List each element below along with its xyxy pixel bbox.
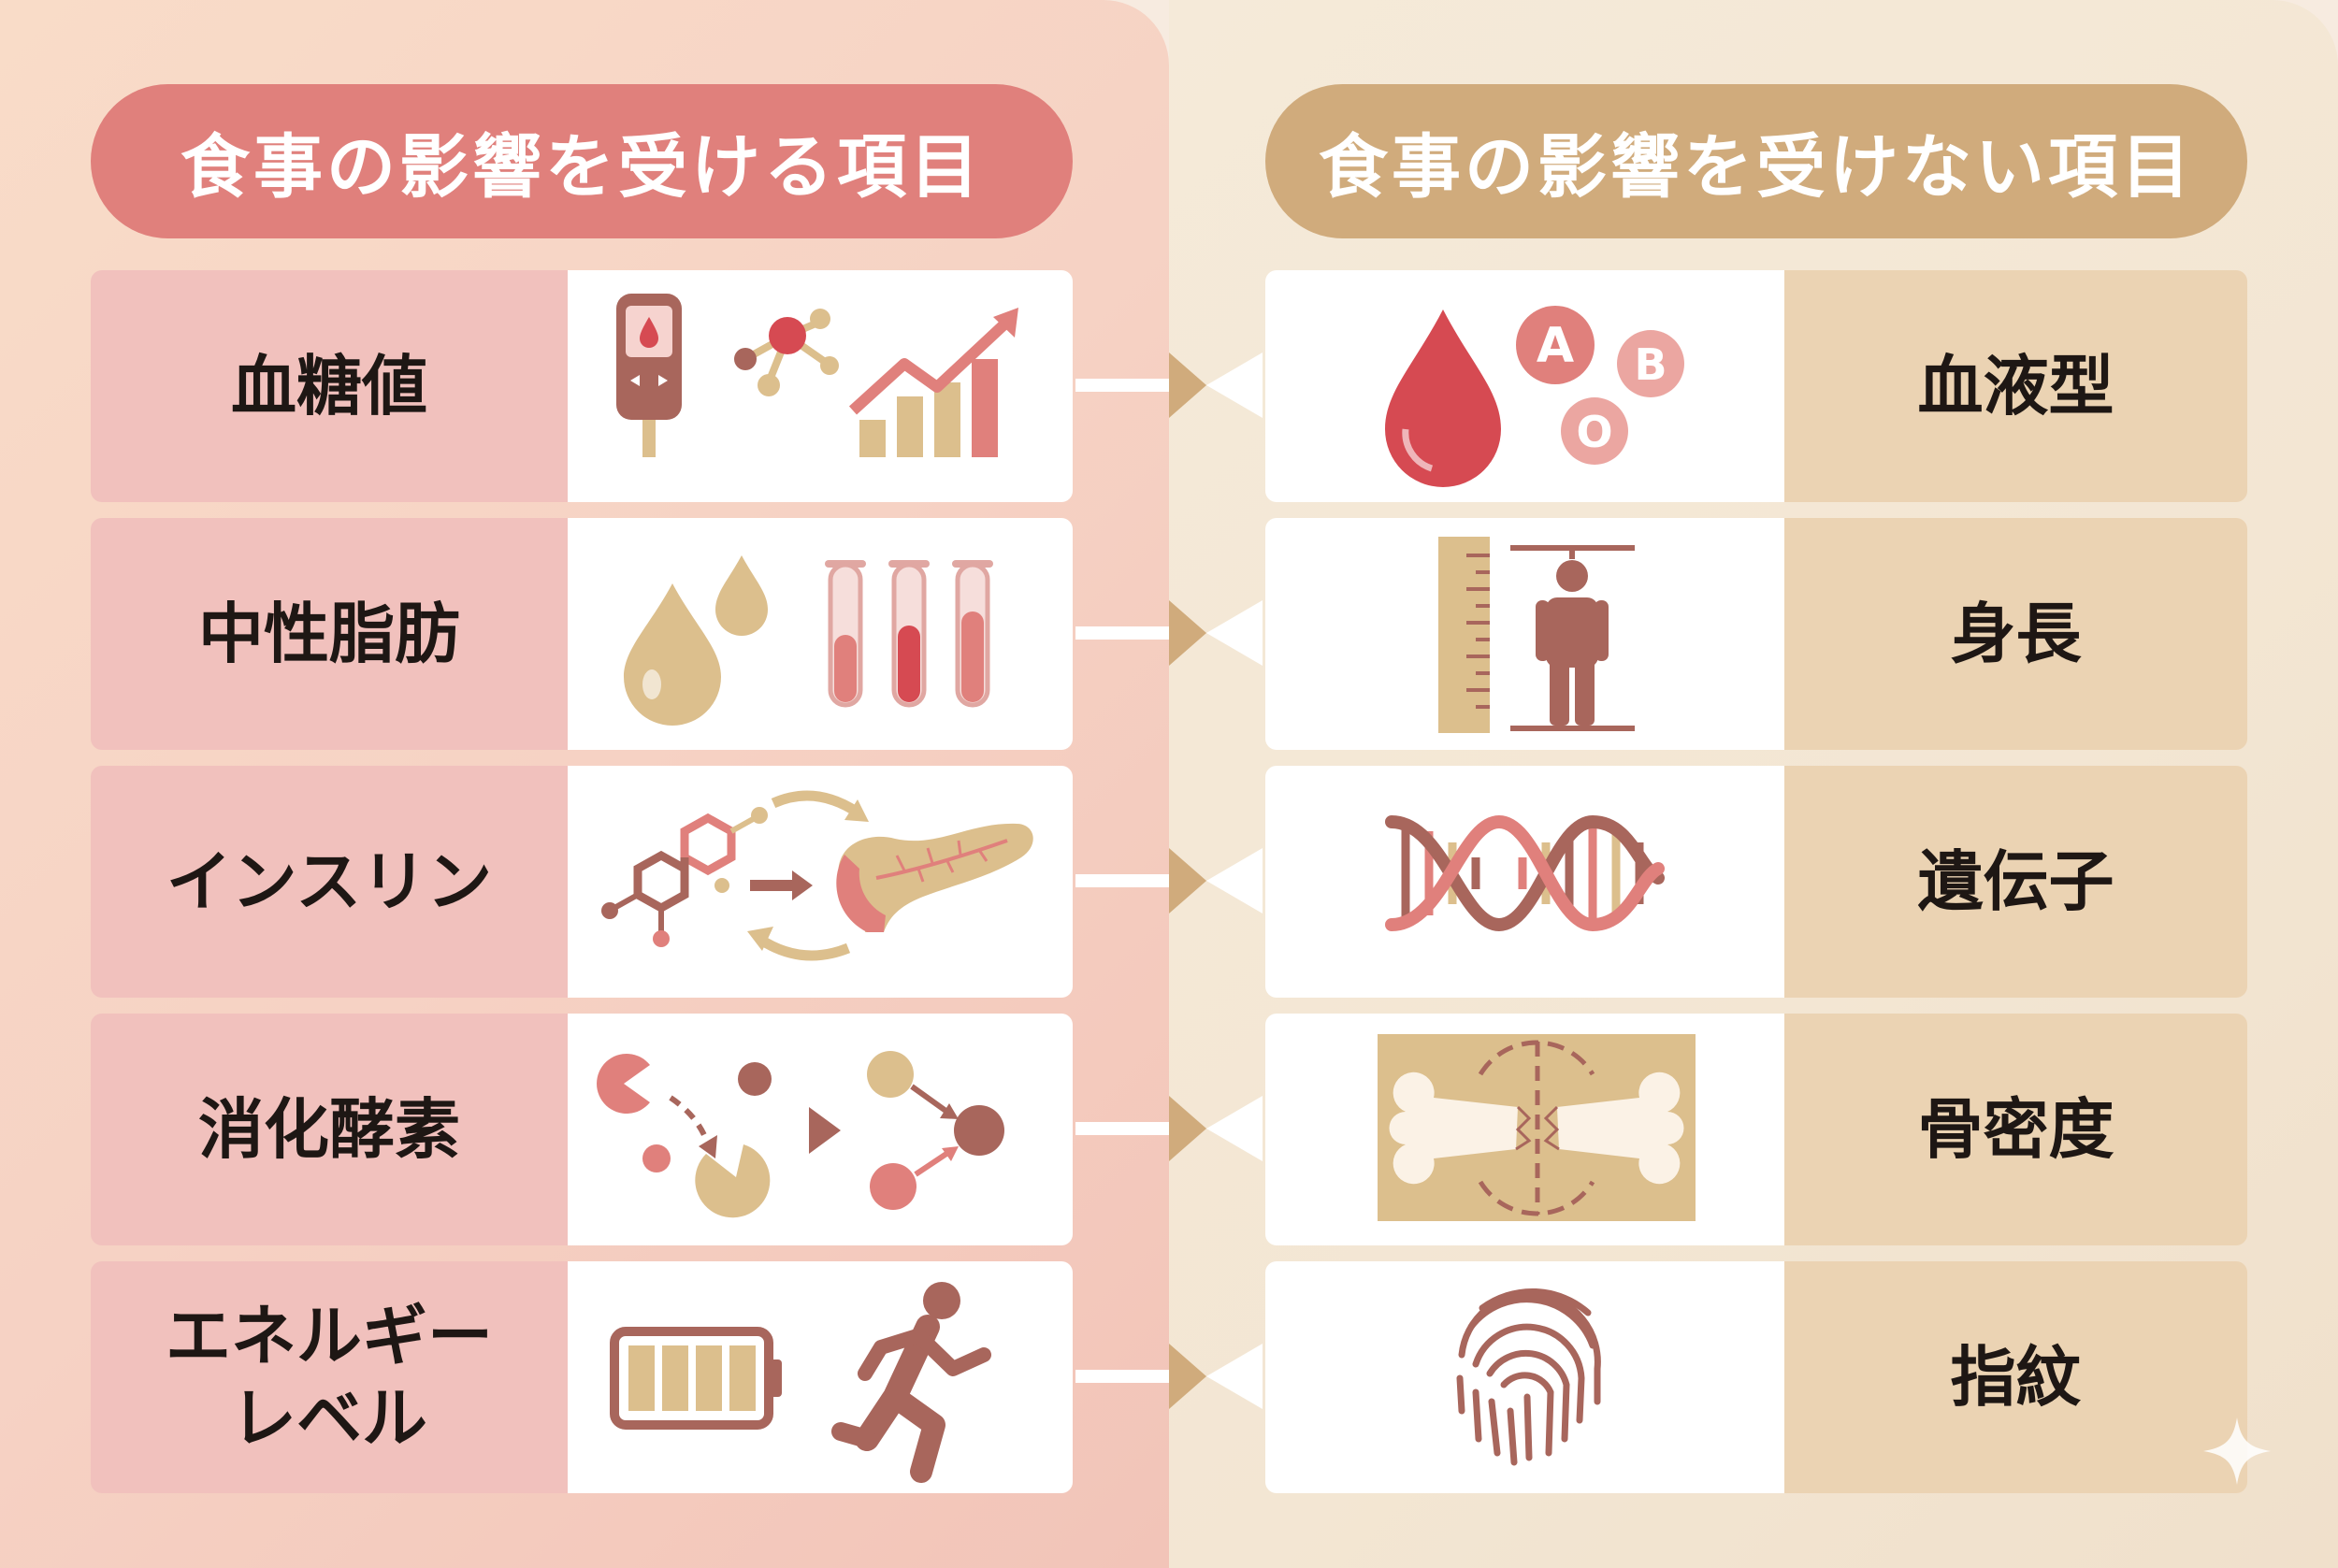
item-label: 身長 xyxy=(1784,518,2247,750)
unaffected-row-genes: 遺伝子 xyxy=(1265,766,2247,998)
fingerprint-icon xyxy=(1265,1261,1784,1493)
blood-type-a: A xyxy=(1537,318,1574,374)
sparkle-icon xyxy=(2203,1417,2271,1485)
unaffected-row-bone-density: 骨密度 xyxy=(1265,1014,2247,1245)
blood-type-o: O xyxy=(1576,407,1612,457)
label-line-1: エネルギー xyxy=(166,1298,493,1374)
item-label: 骨密度 xyxy=(1784,1014,2247,1245)
label-line-2: レベル xyxy=(231,1380,427,1457)
affected-row-insulin: インスリン xyxy=(91,766,1073,998)
glucose-meter-molecule-chart-icon xyxy=(568,270,1073,502)
unaffected-header: 食事の影響を受けない項目 xyxy=(1265,84,2247,238)
item-label: 血糖値 xyxy=(91,270,568,502)
arrow-connector-1 xyxy=(1075,352,1263,418)
enzyme-digestion-icon xyxy=(568,1014,1073,1245)
fat-drops-test-tubes-icon xyxy=(568,518,1073,750)
battery-running-person-icon xyxy=(568,1261,1073,1493)
item-label: 血液型 xyxy=(1784,270,2247,502)
item-label: インスリン xyxy=(91,766,568,998)
blood-drop-abo-icon: A B O xyxy=(1265,270,1784,502)
blood-type-b: B xyxy=(1634,339,1667,390)
arrow-connector-4 xyxy=(1075,1096,1263,1161)
item-label: 遺伝子 xyxy=(1784,766,2247,998)
bone-density-icon xyxy=(1265,1014,1784,1245)
unaffected-row-blood-type: A B O 血液型 xyxy=(1265,270,2247,502)
affected-row-energy-level: エネルギーレベル xyxy=(91,1261,1073,1493)
arrow-connector-2 xyxy=(1075,600,1263,666)
affected-header: 食事の影響を受ける項目 xyxy=(91,84,1073,238)
affected-row-blood-sugar: 血糖値 xyxy=(91,270,1073,502)
item-label: 指紋 xyxy=(1784,1261,2247,1493)
unaffected-row-fingerprint: 指紋 xyxy=(1265,1261,2247,1493)
affected-row-digestive-enzymes: 消化酵素 xyxy=(91,1014,1073,1245)
height-ruler-person-icon xyxy=(1265,518,1784,750)
unaffected-row-height: 身長 xyxy=(1265,518,2247,750)
dna-helix-icon xyxy=(1265,766,1784,998)
arrow-connector-5 xyxy=(1075,1344,1263,1409)
item-label: 中性脂肪 xyxy=(91,518,568,750)
item-label: エネルギーレベル xyxy=(91,1261,568,1493)
molecule-pancreas-icon xyxy=(568,766,1073,998)
item-label: 消化酵素 xyxy=(91,1014,568,1245)
arrow-connector-3 xyxy=(1075,848,1263,913)
affected-row-triglycerides: 中性脂肪 xyxy=(91,518,1073,750)
